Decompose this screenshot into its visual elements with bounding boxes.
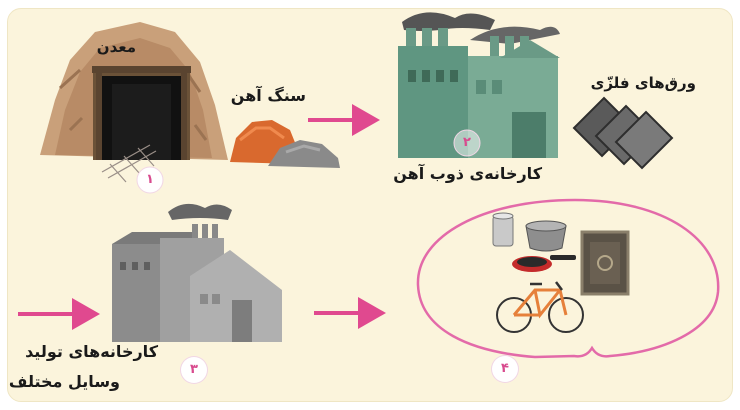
metal-sheets-illustration xyxy=(572,96,674,170)
step-4-number: ۴ xyxy=(492,356,518,382)
metal-sheets-label: ورق‌های فلزّی xyxy=(590,74,696,92)
iron-ore-label: سنگ آهن xyxy=(230,86,306,105)
step-3-number: ۳ xyxy=(181,357,207,383)
step-1-number: ۱ xyxy=(146,172,154,187)
mine-illustration xyxy=(40,22,228,183)
factories-illustration xyxy=(112,203,282,342)
factories-label-line2: وسایل مختلف xyxy=(8,372,120,391)
iron-ore-pile xyxy=(230,120,340,168)
smelter-illustration xyxy=(398,12,560,158)
products-highlight-ring xyxy=(416,198,720,359)
step-2-number: ۲ xyxy=(463,135,471,150)
products-illustration xyxy=(492,212,630,333)
smelter-label: کارخانه‌ی ذوب آهن xyxy=(393,164,542,183)
factories-label-line1: کارخانه‌های تولید xyxy=(25,342,158,361)
step-1-badge xyxy=(136,166,164,194)
mine-label: معدن xyxy=(96,38,136,56)
